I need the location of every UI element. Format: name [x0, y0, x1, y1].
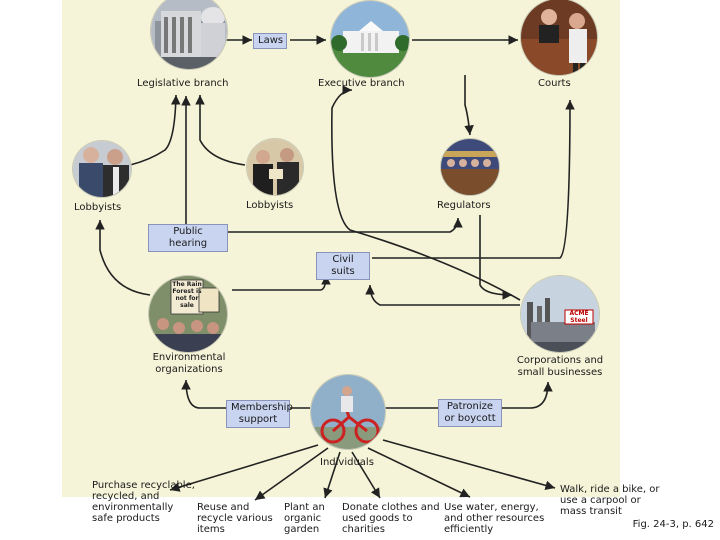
action-plant: Plant an organic garden: [284, 502, 325, 535]
regulators-label: Regulators: [437, 200, 491, 211]
legislative-photo: [150, 0, 228, 70]
arrow-ind-5: [367, 447, 471, 498]
arrow-corp-to-lobbyists: [331, 85, 521, 301]
arrow-lobbyist-center-to-legislative: [195, 95, 246, 166]
public-hearing-box: Public hearing: [148, 224, 228, 252]
arrow-ind-1: [169, 444, 319, 492]
arrow-civilsuits-to-courts: [372, 99, 575, 259]
laws-box: Laws: [253, 33, 287, 49]
action-donate: Donate clothes and used goods to chariti…: [342, 502, 440, 535]
lobbyists-center-label: Lobbyists: [246, 200, 294, 211]
courts-label: Courts: [538, 78, 571, 89]
arrow-lobbyists-to-legislative: [129, 94, 181, 166]
executive-photo: [330, 0, 410, 78]
lobbyists-left-label: Lobbyists: [74, 202, 122, 213]
lobbyists-left-photo: [72, 140, 132, 198]
figure-caption: Fig. 24-3, p. 642: [632, 519, 714, 530]
action-use-water: Use water, energy, and other resources e…: [444, 502, 545, 535]
arrow-ind-4: [351, 451, 381, 499]
environmental-orgs-label: Environmental organizations: [152, 352, 226, 375]
membership-support-box: Membership support: [226, 400, 293, 428]
arrow-ind-3: [323, 451, 341, 499]
courts-photo: [520, 0, 598, 76]
lobbyists-center-photo: [246, 138, 304, 196]
arrow-env-to-civilsuits: [232, 274, 331, 291]
action-walk: Walk, ride a bike, or use a carpool or m…: [560, 484, 660, 517]
action-purchase: Purchase recyclable, recycled, and envir…: [92, 480, 195, 524]
patronize-boycott-box: Patronize or boycott: [438, 399, 502, 427]
arrow-corp-to-civilsuits: [365, 284, 520, 306]
individuals-photo: [310, 374, 386, 450]
corporations-photo: ACME Steel: [520, 275, 600, 353]
arrow-executive-to-regulators: [464, 75, 474, 136]
corporations-label: Corporations and small businesses: [516, 355, 604, 378]
arrow-individuals-to-env: [181, 379, 310, 409]
civil-suits-box: Civil suits: [316, 252, 370, 280]
action-reuse: Reuse and recycle various items: [197, 502, 273, 535]
individuals-label: Individuals: [320, 457, 374, 468]
arrow-hearing-to-regulators: [228, 217, 463, 233]
legislative-label: Legislative branch: [137, 78, 229, 89]
executive-label: Executive branch: [318, 78, 405, 89]
environmental-orgs-photo: The Rain Forest is not for sale: [148, 275, 228, 353]
protest-sign-text: The Rain Forest is not for sale: [172, 281, 202, 309]
arrow-individuals-to-corp: [385, 381, 553, 409]
acme-sign-text: ACME Steel: [569, 310, 589, 324]
arrow-ind-6: [382, 439, 556, 491]
arrow-ind-2: [254, 447, 329, 501]
regulators-photo: [440, 138, 500, 196]
arrow-regulators-to-corp: [479, 215, 513, 300]
arrow-env-to-lobbyists: [95, 220, 151, 296]
